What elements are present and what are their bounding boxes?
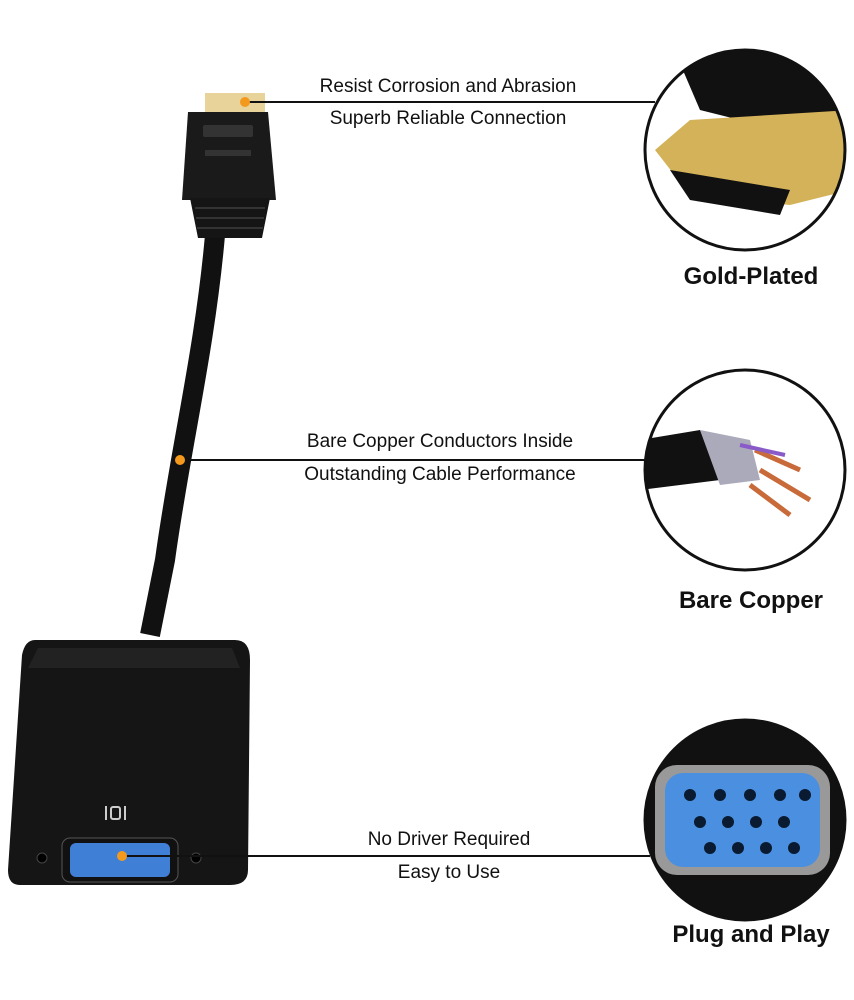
dot-icon [117,851,127,861]
dot-icon [240,97,250,107]
feature-2-label: Bare Copper [678,587,824,614]
vga-adapter-body [8,640,250,885]
dot-icon [175,455,185,465]
feature-3-label: Plug and Play [672,921,830,948]
plug-and-play-closeup [645,720,845,920]
feature-2-line1: Bare Copper Conductors Inside [306,431,574,452]
vga-icon [105,806,126,820]
cable [140,234,225,637]
closeup-frame [643,368,847,572]
closeup-frame [643,718,847,922]
feature-1-line1: Resist Corrosion and Abrasion [319,76,577,97]
feature-2-line2: Outstanding Cable Performance [304,464,576,485]
feature-1-line2: Superb Reliable Connection [329,108,567,129]
feature-3-line1: No Driver Required [367,829,531,850]
feature-3-line2: Easy to Use [397,862,501,883]
bare-copper-closeup [645,370,845,570]
feature-1-label: Gold-Plated [683,263,819,290]
gold-plated-closeup [645,50,845,250]
hdmi-gold-tip [205,93,265,115]
closeup-frame [643,48,847,252]
